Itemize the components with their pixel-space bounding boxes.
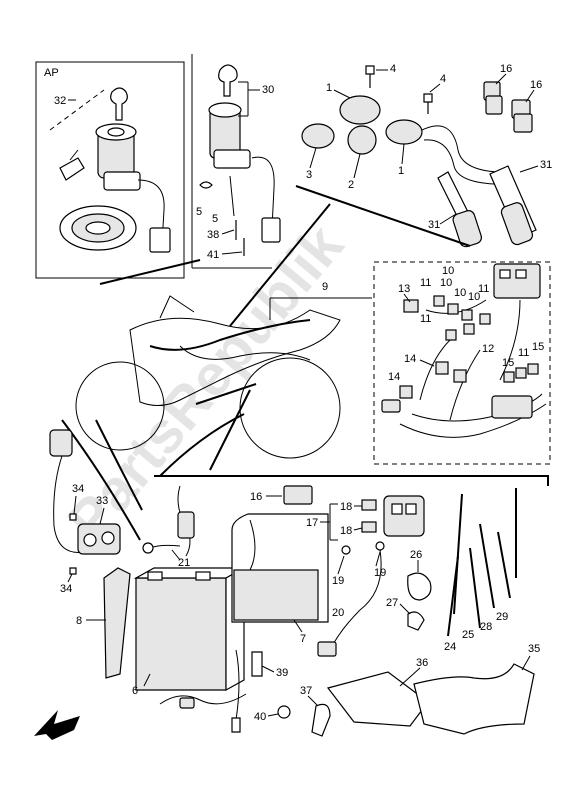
callout-4-left: 4 xyxy=(390,63,396,75)
callout-7: 7 xyxy=(300,633,306,645)
callout-5-right: 31 xyxy=(540,159,552,171)
callout-11-b: 11 xyxy=(478,283,489,295)
callout-38: 5 xyxy=(196,206,202,218)
callout-18-lower: 18 xyxy=(340,525,352,537)
callout-27: 27 xyxy=(386,597,398,609)
callout-10-d: 10 xyxy=(468,291,480,303)
callout-11-c: 11 xyxy=(420,313,431,325)
callout-8: 8 xyxy=(76,615,82,627)
callout-15-b: 15 xyxy=(532,341,544,353)
ap-inset: AP 32 xyxy=(35,61,185,279)
callout-31-lower: 41 xyxy=(207,249,219,261)
callout-35: 35 xyxy=(528,643,540,655)
callout-3: 3 xyxy=(306,169,312,181)
callout-4-right: 4 xyxy=(440,73,446,85)
callout-34-lower: 34 xyxy=(60,583,72,595)
callout-33: 33 xyxy=(96,495,108,507)
callout-13: 13 xyxy=(398,283,410,295)
callout-32: 32 xyxy=(54,95,66,107)
callout-2: 2 xyxy=(348,179,354,191)
starter-relay-group: 34 33 34 xyxy=(49,429,121,595)
callout-16-lower: 16 xyxy=(250,491,262,503)
callout-17: 17 xyxy=(306,517,318,529)
direction-arrow-icon xyxy=(34,710,80,740)
callout-40: 40 xyxy=(254,711,266,723)
callout-41: 5 xyxy=(212,213,218,225)
callout-9: 9 xyxy=(322,281,328,293)
callout-37: 37 xyxy=(300,685,312,697)
callout-11-d: 11 xyxy=(518,347,529,359)
callout-15-a: 15 xyxy=(502,357,514,369)
motorcycle-outline: 9 xyxy=(75,203,372,511)
battery-group: 21 6 8 39 40 37 xyxy=(76,485,331,737)
callout-6: 6 xyxy=(132,685,138,697)
relay-group: 4 4 1 1 2 3 16 16 31 31 xyxy=(295,63,552,248)
main-switch-group: 30 5 5 38 41 xyxy=(191,54,281,269)
callout-20: 20 xyxy=(332,607,344,619)
covers: 36 35 xyxy=(326,643,540,735)
sensor-group: 26 27 xyxy=(386,549,432,631)
callout-1-right: 1 xyxy=(398,165,404,177)
cable-ties: 24 25 28 29 xyxy=(444,488,517,653)
callout-16-right: 16 xyxy=(530,79,542,91)
lower-bracket xyxy=(154,475,549,486)
callout-5-left: 31 xyxy=(428,219,440,231)
callout-14-b: 14 xyxy=(388,371,400,383)
callout-23: 25 xyxy=(462,629,474,641)
callout-31-upper: 38 xyxy=(207,229,219,241)
callout-19-left: 19 xyxy=(332,575,344,587)
callout-10-c: 10 xyxy=(454,287,466,299)
battery-case: 7 16 xyxy=(231,485,329,645)
callout-26: 26 xyxy=(410,549,422,561)
callout-10-a: 10 xyxy=(442,265,454,277)
harness-box: 13 11 10 10 10 11 10 11 12 14 14 15 11 1… xyxy=(373,261,551,465)
callout-1-left: 1 xyxy=(326,82,332,94)
relay-17-group: 17 18 18 19 19 20 xyxy=(306,495,425,657)
callout-11-a: 11 xyxy=(420,277,431,289)
callout-39: 39 xyxy=(276,667,288,679)
callout-12: 12 xyxy=(482,343,494,355)
callout-34-upper: 34 xyxy=(72,483,84,495)
callout-21: 21 xyxy=(178,557,190,569)
callout-22: 24 xyxy=(444,641,456,653)
inset-label: AP xyxy=(44,67,59,79)
callout-10-b: 10 xyxy=(440,277,452,289)
callout-24: 28 xyxy=(480,621,492,633)
callout-16-left: 16 xyxy=(500,63,512,75)
callout-18-upper: 18 xyxy=(340,501,352,513)
callout-14-a: 14 xyxy=(404,353,416,365)
callout-30: 30 xyxy=(262,84,274,96)
callout-19-right: 19 xyxy=(374,567,386,579)
callout-36: 36 xyxy=(416,657,428,669)
callout-25: 29 xyxy=(496,611,508,623)
